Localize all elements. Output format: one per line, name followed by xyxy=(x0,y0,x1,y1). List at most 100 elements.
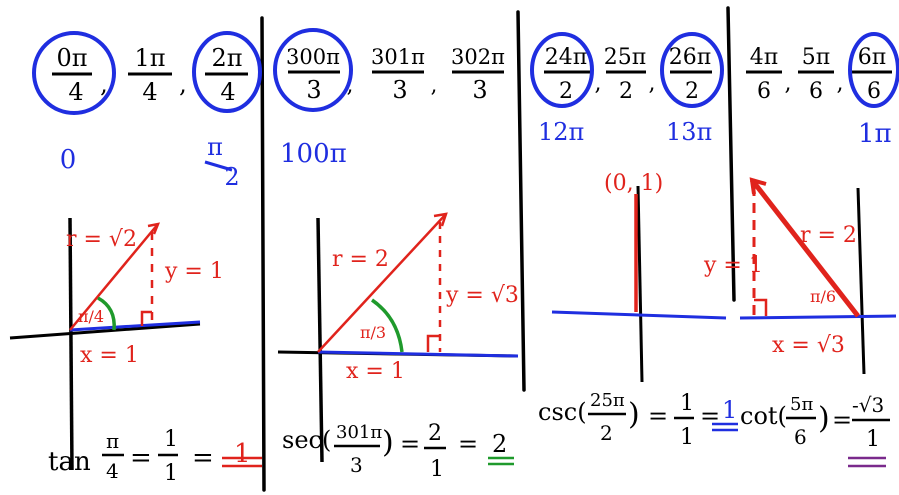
p4-eq-den-2: 1 xyxy=(866,427,880,452)
panel-1: 0π 4 , 1π 4 , 2π 4 0 π 2 xyxy=(9,31,262,486)
p3-comma-1: , xyxy=(595,71,602,96)
p4-circle-last xyxy=(848,32,899,108)
p1-num-1: 0π xyxy=(56,44,87,72)
p1-eq-num: 1 xyxy=(164,427,178,452)
p3-eq-result: 1 xyxy=(722,396,737,424)
p3-under-1: 12π xyxy=(538,118,584,146)
p1-den-3: 4 xyxy=(220,78,235,106)
p3-eq-den-1: 2 xyxy=(600,421,613,445)
p1-label-y: y = 1 xyxy=(164,259,224,284)
p1-circle-first xyxy=(32,31,116,115)
p4-eq-num-2: -√3 xyxy=(852,393,884,417)
p1-under-pi-num: π xyxy=(207,133,223,161)
p3-eq-underline xyxy=(712,422,738,432)
p4-eq-num-1: 5π xyxy=(790,394,813,415)
p2-eq-num-1: 301π xyxy=(336,422,382,443)
p3-den-3: 2 xyxy=(685,79,699,104)
p4-eq-underline xyxy=(848,456,886,468)
p2-label-y: y = √3 xyxy=(445,283,519,308)
p3-label-point: (0, 1) xyxy=(604,171,663,196)
p2-num-1: 300π xyxy=(286,45,340,69)
p2-label-r: r = 2 xyxy=(332,247,389,272)
p4-label-angle: π/6 xyxy=(810,287,836,306)
p1-num-2: 1π xyxy=(134,44,165,72)
p1-label-r: r = √2 xyxy=(66,227,137,252)
p2-eq-paren: ) xyxy=(382,425,394,460)
p2-comma-2: , xyxy=(431,73,438,97)
p1-den-1: 4 xyxy=(68,78,83,106)
divider-3 xyxy=(726,6,736,302)
p3-den-2: 2 xyxy=(619,79,633,104)
p3-eq-csc: csc( xyxy=(538,398,587,426)
p1-den-2: 4 xyxy=(142,78,157,106)
p2-eq-den-2: 1 xyxy=(430,457,444,482)
p2-den-2: 3 xyxy=(392,76,407,104)
p4-under: 1π xyxy=(858,119,892,149)
p3-num-1: 24π xyxy=(545,45,587,70)
p4-den-2: 6 xyxy=(809,79,823,104)
p3-comma-2: , xyxy=(649,71,656,96)
p3-eq-den-2: 1 xyxy=(680,425,694,450)
p2-eq-result: 2 xyxy=(492,430,507,458)
p3-under-2: 13π xyxy=(666,118,712,146)
p3-x-axis xyxy=(551,310,727,320)
p1-eq-equals-2: = xyxy=(192,443,214,473)
p1-eq-result: 1 xyxy=(234,439,251,469)
p1-circle-last xyxy=(192,31,262,113)
p1-eq-4: 4 xyxy=(106,459,119,483)
p1-eq-equals-1: = xyxy=(130,443,152,473)
panel-2: 300π 3 , 301π 3 , 302π 3 100π r = 2 y = … xyxy=(273,28,519,482)
p4-num-3: 6π xyxy=(858,45,886,70)
p2-den-3: 3 xyxy=(472,76,487,104)
p1-y-axis xyxy=(68,217,74,471)
p3-circle-last xyxy=(660,32,724,108)
p4-eq-den-1: 6 xyxy=(794,425,807,449)
p1-comma-2: , xyxy=(179,70,187,98)
p2-arrow-head xyxy=(433,212,448,227)
p4-den-3: 6 xyxy=(867,79,881,104)
p1-eq-tan: tan xyxy=(48,447,91,477)
p4-right-angle xyxy=(754,298,768,316)
p1-arrow-head xyxy=(147,222,161,235)
p2-under: 100π xyxy=(280,139,347,169)
p4-eq-equals: = xyxy=(832,406,852,434)
p3-eq-num-2: 1 xyxy=(680,391,694,416)
p4-x-axis xyxy=(739,314,897,320)
p3-num-3: 26π xyxy=(669,45,711,70)
p3-eq-equals-1: = xyxy=(648,402,668,430)
p1-comma-1: , xyxy=(100,70,108,98)
p2-label-angle: π/3 xyxy=(360,323,386,342)
p4-label-r: r = 2 xyxy=(800,223,857,248)
panel-3: 24π 2 , 25π 2 , 26π 2 12π 13π (0, 1) csc… xyxy=(530,32,738,450)
p2-x-blue xyxy=(317,350,519,358)
p1-label-angle: π/4 xyxy=(78,307,104,326)
p2-radius xyxy=(317,213,447,353)
p1-label-x: x = 1 xyxy=(80,343,139,368)
p2-num-2: 301π xyxy=(371,45,425,69)
p2-eq-equals-2: = xyxy=(458,430,478,458)
p3-circle-first xyxy=(530,32,594,108)
p4-comma-2: , xyxy=(837,71,844,96)
p4-comma-1: , xyxy=(785,71,792,96)
p4-radius xyxy=(750,178,860,318)
p2-angle-arc xyxy=(370,298,404,353)
p3-y-axis xyxy=(636,185,644,383)
p3-den-1: 2 xyxy=(559,79,573,104)
p1-radius xyxy=(69,223,159,331)
p1-x-blue xyxy=(69,320,201,332)
p2-den-1: 3 xyxy=(306,76,321,104)
divider-1 xyxy=(260,16,266,492)
p3-eq-paren: ) xyxy=(628,397,640,432)
panel-4: 4π 6 , 5π 6 , 6π 6 1π y = 1 r = 2 π/6 x … xyxy=(703,32,899,468)
p1-under-pi-den: 2 xyxy=(224,163,239,191)
p3-eq-num-1: 25π xyxy=(590,390,625,411)
p2-eq-num-2: 2 xyxy=(428,421,442,446)
p1-x-axis xyxy=(9,322,201,340)
p4-den-1: 6 xyxy=(757,79,771,104)
p1-angle-arc xyxy=(97,296,116,331)
p2-eq-sec: sec( xyxy=(282,426,331,454)
p2-circle-first xyxy=(273,28,353,112)
p3-num-2: 25π xyxy=(604,45,646,70)
